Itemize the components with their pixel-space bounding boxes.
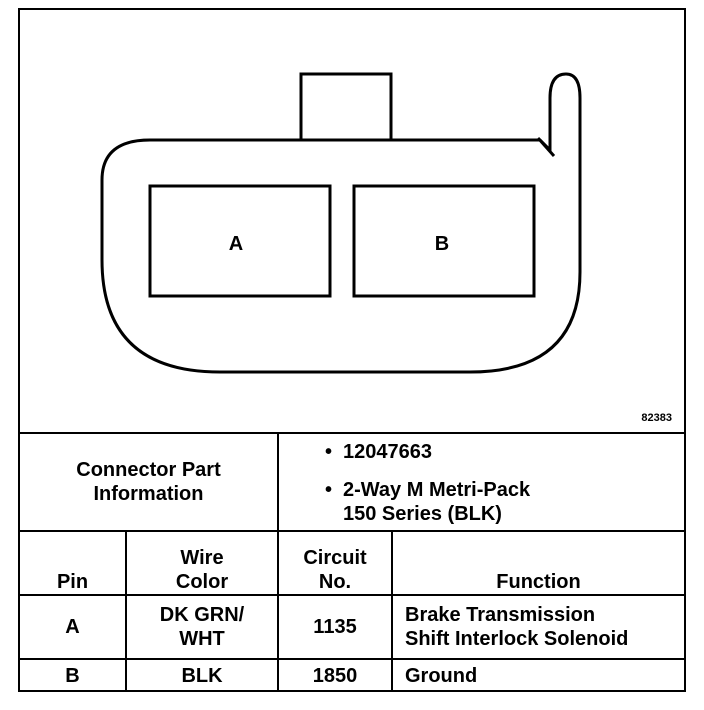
header-function: Function [391,530,684,596]
wire-color-line1: DK GRN/ [159,604,245,626]
table-row: B BLK 1850 Ground [20,658,684,692]
header-wire-color: Wire Color [125,530,279,596]
part-number-line: • 12047663 [325,440,684,464]
description-line: • 2-Way M Metri-Pack 150 Series (BLK) [325,478,684,526]
function-line1: Ground [405,665,478,687]
circuit-value: 1135 [313,616,357,638]
circuit-cell: 1850 [277,658,393,692]
function-cell: Ground [391,658,684,692]
header-circuit: Circuit No. [277,530,393,596]
connector-info-label-line2: Information [93,483,204,505]
header-pin: Pin [20,530,127,596]
figure-number: 82383 [641,412,672,424]
description-line1: 2-Way M Metri-Pack [343,479,531,501]
pin-value: B [65,665,80,687]
pin-cell: A [20,594,127,660]
table-row: A DK GRN/ WHT 1135 Brake Transmission Sh… [20,594,684,660]
bullet-icon: • [325,441,333,463]
connector-figure: A B 82383 Connector Part Information • 1… [18,8,686,692]
cavity-a-label: A [229,233,243,255]
connector-diagram: A B [100,72,582,374]
table-header-row: Pin Wire Color Circuit No. Function [20,530,684,596]
connector-info-label-line1: Connector Part [76,459,221,481]
wire-color-line1: BLK [181,665,223,687]
connector-latch-line [536,137,556,157]
wire-color-cell: DK GRN/ WHT [125,594,279,660]
connector-lock-tab [299,72,393,142]
description-line2: 150 Series (BLK) [343,503,502,525]
connector-description: 2-Way M Metri-Pack 150 Series (BLK) [343,478,530,526]
circuit-value: 1850 [312,665,358,687]
header-wire-color-line1: Wire [180,547,224,569]
part-number: 12047663 [343,441,432,463]
function-cell: Brake Transmission Shift Interlock Solen… [391,594,684,660]
header-circuit-line1: Circuit [303,547,367,569]
connector-info-values: • 12047663 • 2-Way M Metri-Pack 150 Seri… [277,432,684,532]
header-function-text: Function [496,571,581,593]
connector-info-row: Connector Part Information • 12047663 • … [20,432,684,532]
header-circuit-line2: No. [318,571,352,593]
header-pin-text: Pin [56,571,89,593]
cavity-a [148,184,332,298]
connector-body [100,72,582,374]
wire-color-line2: WHT [179,628,225,650]
header-wire-color-line2: Color [175,571,229,593]
circuit-cell: 1135 [277,594,393,660]
bullet-icon: • [325,479,333,501]
function-line2: Shift Interlock Solenoid [405,628,629,650]
connector-info-label: Connector Part Information [20,432,279,532]
pin-value: A [65,616,80,638]
connector-spec-table: Connector Part Information • 12047663 • … [20,432,684,692]
pin-cell: B [20,658,127,692]
function-line1: Brake Transmission [405,604,596,626]
wire-color-cell: BLK [125,658,279,692]
cavity-b [352,184,536,298]
cavity-b-label: B [435,233,449,255]
